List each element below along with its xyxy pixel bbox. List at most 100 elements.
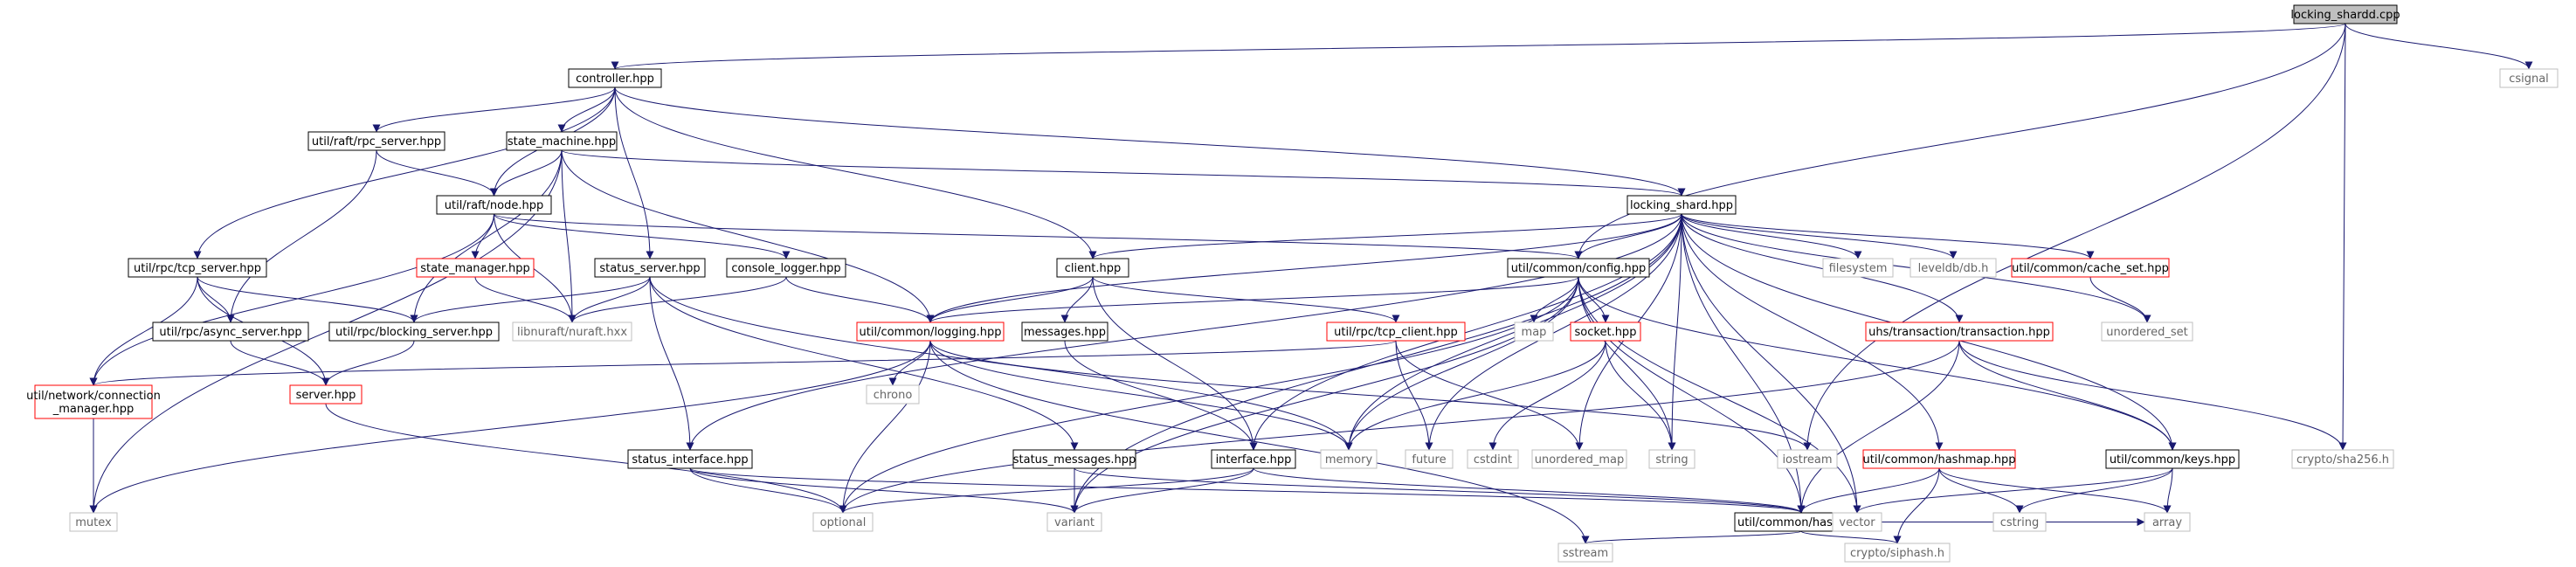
- node-console-logger-hpp[interactable]: console_logger.hpp: [726, 258, 846, 278]
- node-status-messages-hpp[interactable]: status_messages.hpp: [1012, 449, 1136, 469]
- node-client-hpp[interactable]: client.hpp: [1056, 258, 1129, 278]
- edge-util_common_config_hpp-to-optional: [839, 276, 1579, 514]
- edge-locking_shardd_cpp-to-iostream: [1803, 23, 2346, 451]
- node-label: util/rpc/tcp_client.hpp: [1334, 326, 1458, 339]
- edge-state_manager_hpp-to-libnuraft_nuraft_hxx: [474, 276, 577, 323]
- node-chrono: chrono: [866, 384, 920, 405]
- node-box: [69, 512, 118, 532]
- node-cstdint: cstdint: [1467, 449, 1519, 469]
- edge-controller_hpp-to-client_hpp: [614, 86, 1097, 259]
- edge-util_raft_rpc_server_hpp-to-util_rpc_async_server_hpp: [226, 149, 377, 323]
- node-label: util/common/cache_set.hpp: [2012, 262, 2169, 275]
- node-util-common-hashmap-hpp[interactable]: util/common/hashmap.hpp: [1862, 449, 2016, 469]
- edge-locking_shardd_cpp-to-csignal: [2345, 23, 2533, 70]
- edge-util_common_config_hpp-to-variant: [1070, 276, 1579, 514]
- node-box: [1992, 512, 2047, 532]
- node-box: [856, 322, 1005, 342]
- node-socket-hpp[interactable]: socket.hpp: [1570, 322, 1641, 342]
- edge-locking_shard_hpp-to-filesystem: [1681, 213, 1862, 259]
- node-label: util/common/hashmap.hpp: [1863, 453, 2016, 467]
- node-util-rpc-tcp-client-hpp[interactable]: util/rpc/tcp_client.hpp: [1326, 322, 1466, 342]
- node-label: console_logger.hpp: [731, 262, 840, 275]
- node-util-raft-node-hpp[interactable]: util/raft/node.hpp: [436, 195, 552, 215]
- edge-util_common_logging_hpp-to-memory: [929, 340, 1353, 451]
- node-controller-hpp[interactable]: controller.hpp: [568, 68, 662, 88]
- node-label: unordered_map: [1535, 453, 1625, 467]
- node-box: [34, 384, 153, 419]
- edge-uhs_transaction_transaction_hpp-to-util_common_hash_hpp: [1797, 340, 1960, 514]
- edge-interface_hpp-to-optional: [839, 467, 1254, 514]
- edge-layer: [89, 23, 2533, 544]
- node-label: status_interface.hpp: [632, 453, 748, 467]
- node-label: iostream: [1782, 453, 1832, 467]
- edge-status_interface_hpp-to-variant: [689, 467, 1079, 514]
- node-unordered-set: unordered_set: [2101, 322, 2193, 342]
- node-box: [1211, 449, 1296, 469]
- node-status-server-hpp[interactable]: status_server.hpp: [594, 258, 706, 278]
- edge-client_hpp-to-util_common_logging_hpp: [926, 276, 1094, 323]
- node-box: [594, 258, 706, 278]
- node-state-machine-hpp[interactable]: state_machine.hpp: [506, 131, 618, 151]
- edge-messages_hpp-to-interface_hpp: [1064, 340, 1258, 451]
- node-label: util/common/logging.hpp: [860, 326, 1002, 339]
- node-label: util/rpc/tcp_server.hpp: [134, 262, 261, 275]
- node-util-rpc-async-server-hpp[interactable]: util/rpc/async_server.hpp: [152, 322, 309, 342]
- edge-controller_hpp-to-locking_shard_hpp: [614, 86, 1686, 197]
- node-messages-hpp[interactable]: messages.hpp: [1021, 322, 1108, 342]
- node-box: [1056, 258, 1129, 278]
- node-box: [1507, 258, 1650, 278]
- edge-util_common_logging_hpp-to-chrono: [888, 340, 931, 386]
- edge-controller_hpp-to-util_rpc_tcp_server_hpp: [193, 86, 616, 259]
- node-state-manager-hpp[interactable]: state_manager.hpp: [416, 258, 535, 278]
- edge-util_rpc_tcp_server_hpp-to-util_rpc_blocking_server_hpp: [197, 276, 418, 323]
- edge-status_server_hpp-to-status_interface_hpp: [649, 276, 694, 451]
- edge-state_machine_hpp-to-util_rpc_blocking_server_hpp: [410, 149, 563, 323]
- node-crypto-sha256-h: crypto/sha256.h: [2291, 449, 2394, 469]
- node-box: [2101, 322, 2193, 342]
- edge-state_machine_hpp-to-locking_shard_hpp: [561, 149, 1686, 197]
- node-interface-hpp[interactable]: interface.hpp: [1211, 449, 1296, 469]
- edge-server_hpp-to-optional: [325, 403, 847, 514]
- node-server-hpp[interactable]: server.hpp: [289, 384, 363, 405]
- edge-util_common_config_hpp-to-util_common_hash_hpp: [1578, 276, 1806, 514]
- edge-util_common_cache_set_hpp-to-unordered_set: [2089, 276, 2151, 323]
- node-box: [2291, 449, 2394, 469]
- node-csignal: csignal: [2499, 68, 2559, 88]
- edge-status_server_hpp-to-util_rpc_blocking_server_hpp: [410, 276, 651, 323]
- node-box: [436, 195, 552, 215]
- edge-client_hpp-to-interface_hpp: [1092, 276, 1258, 451]
- edge-controller_hpp-to-state_machine_hpp: [557, 86, 616, 133]
- edge-console_logger_hpp-to-libnuraft_nuraft_hxx: [568, 276, 787, 323]
- node-mutex: mutex: [69, 512, 118, 532]
- edge-util_raft_node_hpp-to-util_common_config_hpp: [494, 213, 1583, 259]
- node-util-common-cache-set-hpp[interactable]: util/common/cache_set.hpp: [2011, 258, 2170, 278]
- node-locking-shard-hpp[interactable]: locking_shard.hpp: [1626, 195, 1737, 215]
- node-label: state_machine.hpp: [508, 135, 616, 149]
- edge-locking_shard_hpp-to-vector: [1681, 213, 1861, 514]
- node-label: optional: [820, 516, 867, 529]
- node-locking-shardd-cpp[interactable]: locking_shardd.cpp: [2290, 4, 2400, 24]
- node-box: [2011, 258, 2170, 278]
- node-box: [512, 322, 632, 342]
- node-label: util/network/connection: [26, 390, 161, 403]
- edge-locking_shard_hpp-to-leveldb_db_h: [1681, 213, 1958, 259]
- edge-util_common_config_hpp-to-util_common_logging_hpp: [926, 276, 1579, 323]
- edge-client_hpp-to-messages_hpp: [1060, 276, 1094, 323]
- node-util-network-connection-manager-hpp[interactable]: util/network/connection_manager.hpp: [26, 384, 161, 419]
- node-status-interface-hpp[interactable]: status_interface.hpp: [627, 449, 753, 469]
- edge-util_common_hashmap_hpp-to-array: [1938, 467, 2172, 514]
- edge-status_interface_hpp-to-util_common_hash_hpp: [689, 467, 1806, 514]
- node-util-common-config-hpp[interactable]: util/common/config.hpp: [1507, 258, 1650, 278]
- node-util-rpc-blocking-server-hpp[interactable]: util/rpc/blocking_server.hpp: [328, 322, 500, 342]
- node-util-raft-rpc-server-hpp[interactable]: util/raft/rpc_server.hpp: [307, 131, 445, 151]
- node-label: util/rpc/async_server.hpp: [159, 326, 301, 339]
- node-optional: optional: [812, 512, 874, 532]
- node-util-common-logging-hpp[interactable]: util/common/logging.hpp: [856, 322, 1005, 342]
- edge-util_common_logging_hpp-to-optional: [839, 340, 931, 514]
- node-util-rpc-tcp-server-hpp[interactable]: util/rpc/tcp_server.hpp: [128, 258, 267, 278]
- edge-util_rpc_tcp_client_hpp-to-util_network_connection_manager_hpp: [90, 340, 1397, 386]
- edge-util_common_logging_hpp-to-sstream: [929, 340, 1590, 544]
- node-util-common-keys-hpp[interactable]: util/common/keys.hpp: [2105, 449, 2240, 469]
- node-uhs-transaction-transaction-hpp[interactable]: uhs/transaction/transaction.hpp: [1865, 322, 2054, 342]
